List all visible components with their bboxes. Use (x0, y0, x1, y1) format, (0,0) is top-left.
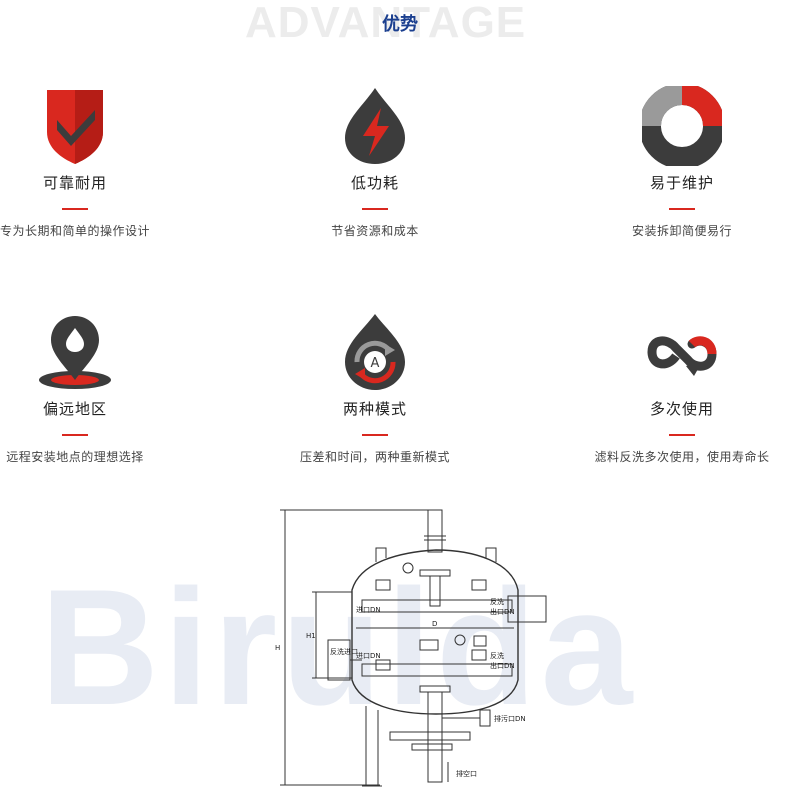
divider (362, 434, 388, 436)
filter-drawing: 进口DN 反洗 出口DN D H H1 反洗进口 进口DN 反洗 出口DN 排污… (275, 509, 547, 787)
label-vent: 排空口 (456, 769, 477, 778)
feature-name: 易于维护 (649, 174, 714, 192)
infinity-arrow-icon (647, 336, 717, 376)
icon-letter-a: A (371, 356, 380, 371)
feature-desc: 滤料反洗多次使用，使用寿命长 (594, 450, 770, 464)
feature-item-maintenance: 易于维护 安装拆卸简便易行 (552, 86, 800, 239)
feature-item-remote: 偏远地区 远程安装地点的理想选择 (0, 312, 205, 465)
label-height: H (275, 644, 280, 652)
divider (62, 208, 88, 210)
feature-desc: 远程安装地点的理想选择 (6, 450, 144, 464)
location-pin-icon (39, 316, 111, 389)
label-backwash-top-1: 反洗 (490, 597, 504, 606)
divider (362, 208, 388, 210)
label-inlet-top: 进口DN (356, 606, 381, 614)
divider (669, 434, 695, 436)
feature-name: 两种模式 (342, 400, 407, 418)
feature-item-two-modes: A 两种模式 压差和时间，两种重新模式 (245, 312, 505, 465)
feature-name: 低功耗 (350, 174, 399, 192)
shield-check-icon (47, 90, 103, 164)
divider (62, 434, 88, 436)
feature-desc: 安装拆卸简便易行 (631, 224, 732, 238)
header-background-word: ADVANTAGE (245, 0, 527, 47)
feature-desc: 节省资源和成本 (331, 224, 419, 238)
label-backwash-top-2: 出口DN (490, 607, 515, 616)
auto-mode-icon: A (345, 314, 405, 390)
section-header: ADVANTAGE 优势 (0, 0, 800, 47)
label-drain: 排污口DN (494, 714, 526, 723)
feature-desc: 压差和时间，两种重新模式 (299, 450, 450, 464)
label-diameter: D (432, 620, 437, 628)
feature-item-low-power: 低功耗 节省资源和成本 (245, 86, 505, 239)
feature-name: 可靠耐用 (42, 174, 107, 192)
filter-diagram: Birulda (0, 500, 800, 804)
feature-name: 偏远地区 (42, 400, 107, 418)
label-inlet-bottom: 进口DN (356, 652, 381, 660)
section-title: 优势 (382, 14, 418, 35)
divider (669, 208, 695, 210)
label-backwash-bottom-1: 反洗 (490, 651, 504, 660)
feature-name: 多次使用 (649, 400, 714, 418)
lightning-drop-icon (345, 88, 405, 164)
feature-item-reusable: 多次使用 滤料反洗多次使用，使用寿命长 (552, 312, 800, 465)
label-backwash-bottom-2: 出口DN (490, 661, 515, 670)
feature-desc: 专为长期和简单的操作设计 (0, 224, 150, 238)
feature-item-durable: 可靠耐用 专为长期和简单的操作设计 (0, 86, 205, 239)
label-backwash-inlet-side: 反洗进口 (330, 647, 358, 656)
puzzle-ring-icon (642, 86, 722, 166)
label-height1: H1 (306, 632, 316, 640)
